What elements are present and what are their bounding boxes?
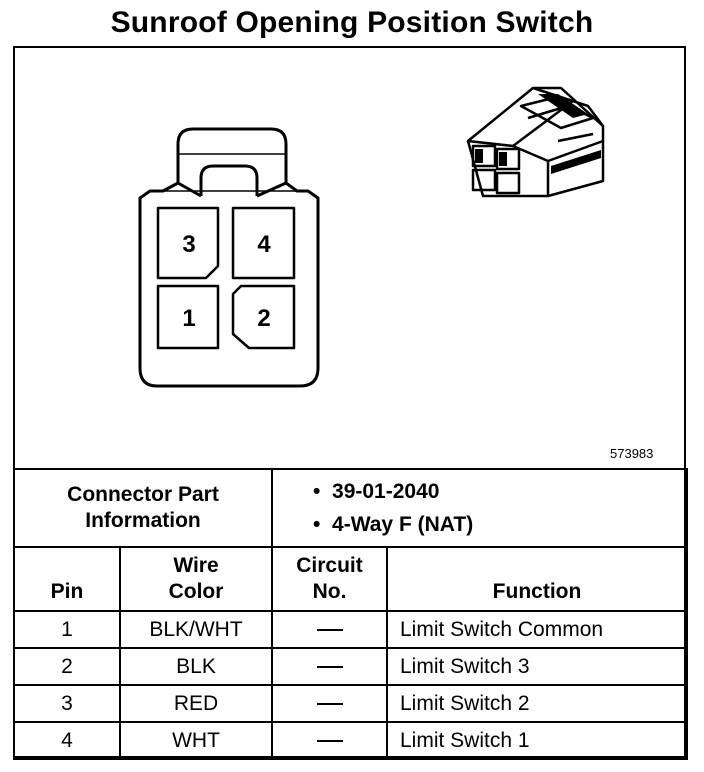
dash-icon — [316, 628, 343, 631]
figure-number: 573983 — [610, 446, 654, 461]
circuit-cell — [271, 684, 388, 723]
col-header-wire-color: Wire Color — [119, 546, 273, 612]
wire-color-cell: BLK — [119, 647, 273, 686]
col-header-pin: Pin — [13, 546, 121, 612]
pin-cell: 1 — [13, 610, 121, 649]
table-header-row: Pin Wire Color Circuit No. Function — [13, 546, 688, 612]
col-header-circuit: Circuit No. — [271, 546, 388, 612]
cavity-label-4: 4 — [257, 231, 271, 258]
connector-table: Connector Part Information • 39-01-2040 … — [13, 468, 688, 760]
function-cell: Limit Switch 3 — [386, 647, 688, 686]
cavity-1 — [156, 284, 220, 350]
cavity-label-2: 2 — [257, 305, 270, 332]
table-row: 4 WHT Limit Switch 1 — [13, 721, 688, 760]
part-number-item: • 39-01-2040 — [313, 480, 440, 503]
pin-cell: 3 — [13, 684, 121, 723]
cavity-4 — [231, 206, 296, 280]
dash-icon — [316, 702, 343, 705]
pin-cell: 4 — [13, 721, 121, 760]
connector-isometric-icon — [466, 86, 605, 198]
table-row: 1 BLK/WHT Limit Switch Common — [13, 610, 688, 649]
function-cell: Limit Switch Common — [386, 610, 688, 649]
connector-type-item: • 4-Way F (NAT) — [313, 513, 474, 536]
function-cell: Limit Switch 2 — [386, 684, 688, 723]
connector-part-label: Connector Part Information — [13, 468, 273, 548]
pin-cell: 2 — [13, 647, 121, 686]
connector-diagram: 3 4 1 2 — [13, 46, 686, 468]
cavity-label-1: 1 — [182, 305, 195, 332]
table-row: 3 RED Limit Switch 2 — [13, 684, 688, 723]
wire-color-cell: BLK/WHT — [119, 610, 273, 649]
cavity-2 — [231, 284, 296, 350]
table-row: 2 BLK Limit Switch 3 — [13, 647, 688, 686]
connector-part-row: Connector Part Information • 39-01-2040 … — [13, 468, 688, 548]
circuit-cell — [271, 721, 388, 760]
dash-icon — [316, 665, 343, 668]
circuit-cell — [271, 647, 388, 686]
wire-color-cell: RED — [119, 684, 273, 723]
cavity-3 — [156, 206, 220, 280]
dash-icon — [316, 739, 343, 742]
connector-part-values: • 39-01-2040 • 4-Way F (NAT) — [271, 468, 688, 548]
connector-isometric-shading — [475, 94, 601, 174]
connector-face-drawing: 3 4 1 2 — [138, 86, 605, 388]
wire-color-cell: WHT — [119, 721, 273, 760]
page-title: Sunroof Opening Position Switch — [110, 6, 594, 39]
col-header-function: Function — [386, 546, 688, 612]
cavity-label-3: 3 — [182, 231, 195, 258]
circuit-cell — [271, 610, 388, 649]
function-cell: Limit Switch 1 — [386, 721, 688, 760]
